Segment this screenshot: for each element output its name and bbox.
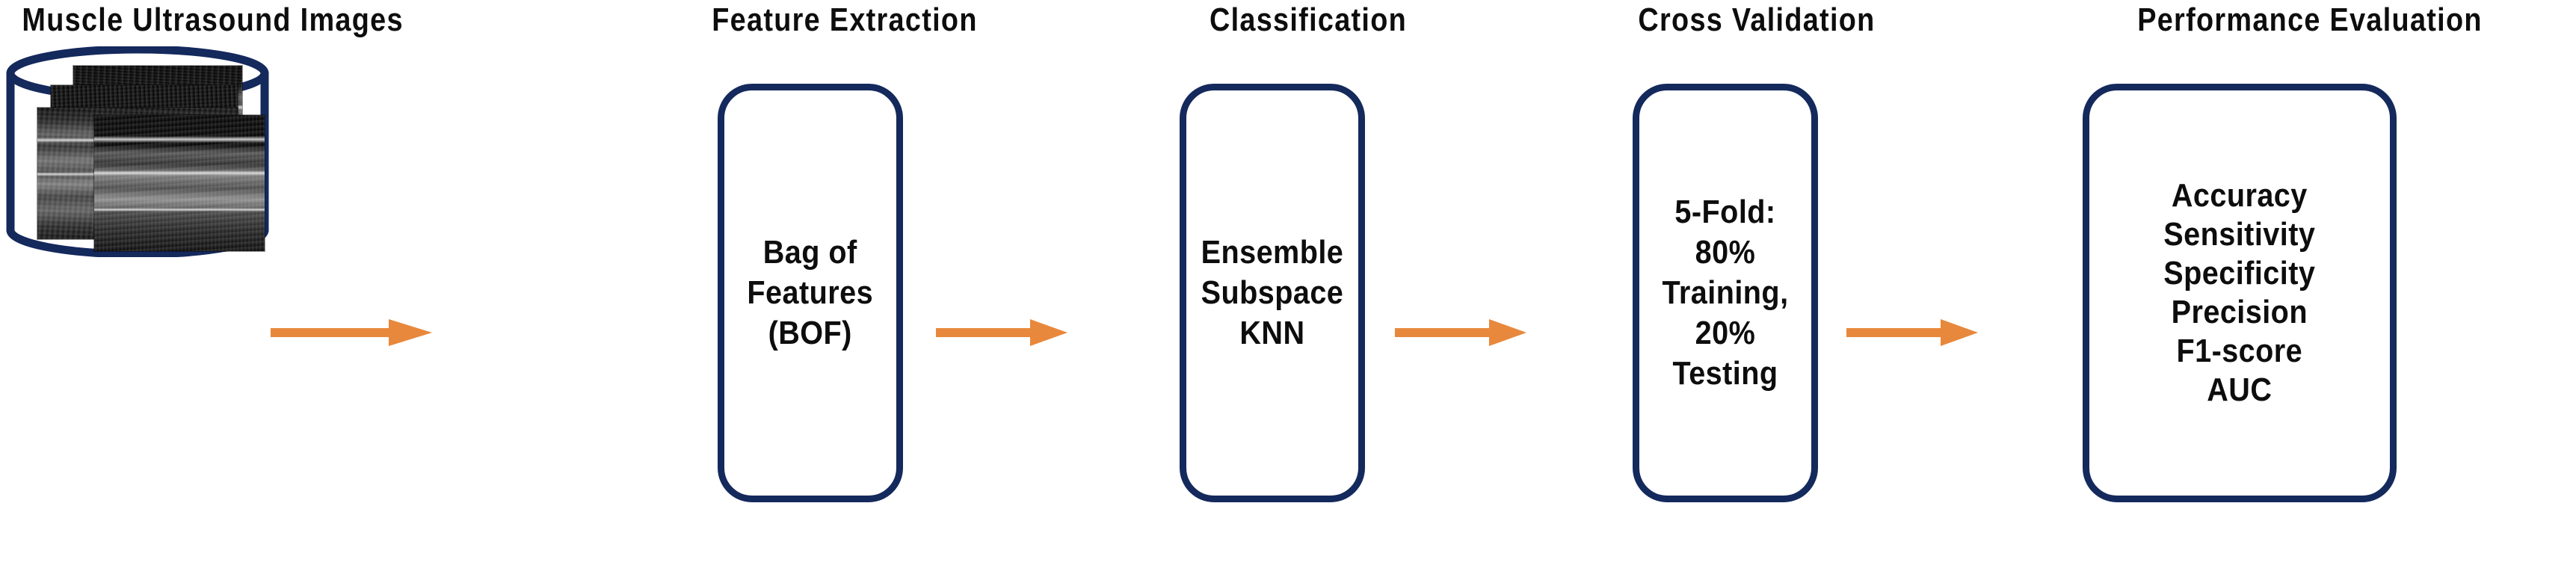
arrow-icon xyxy=(271,319,432,346)
arrow-cross-validation-to-performance-evaluation xyxy=(1846,318,1978,348)
box-performance-evaluation-text: Accuracy Sensitivity Specificity Precisi… xyxy=(2163,177,2316,408)
arrow-icon xyxy=(1395,319,1526,346)
stage-title-input: Muscle Ultrasound Images xyxy=(22,1,404,38)
ultrasound-image-4 xyxy=(94,115,265,251)
arrow-input-to-feature-extraction xyxy=(271,318,432,348)
arrow-icon xyxy=(936,319,1067,346)
box-classification-text: Ensemble Subspace KNN xyxy=(1201,234,1344,351)
arrow-feature-extraction-to-classification xyxy=(936,318,1067,348)
box-feature-extraction: Bag of Features (BOF) xyxy=(718,84,903,502)
stage-title-classification: Classification xyxy=(1209,1,1408,38)
ultrasound-image-stack xyxy=(27,66,266,253)
stage-title-cross-validation: Cross Validation xyxy=(1638,1,1876,38)
box-performance-evaluation: Accuracy Sensitivity Specificity Precisi… xyxy=(2083,84,2397,502)
box-cross-validation-text: 5-Fold: 80% Training, 20% Testing xyxy=(1662,194,1789,392)
box-classification: Ensemble Subspace KNN xyxy=(1180,84,1365,502)
stage-title-performance-evaluation: Performance Evaluation xyxy=(2137,1,2483,38)
box-cross-validation: 5-Fold: 80% Training, 20% Testing xyxy=(1633,84,1818,502)
arrow-classification-to-cross-validation xyxy=(1395,318,1526,348)
arrow-icon xyxy=(1846,319,1978,346)
stage-title-feature-extraction: Feature Extraction xyxy=(712,1,978,38)
box-feature-extraction-text: Bag of Features (BOF) xyxy=(747,234,874,351)
